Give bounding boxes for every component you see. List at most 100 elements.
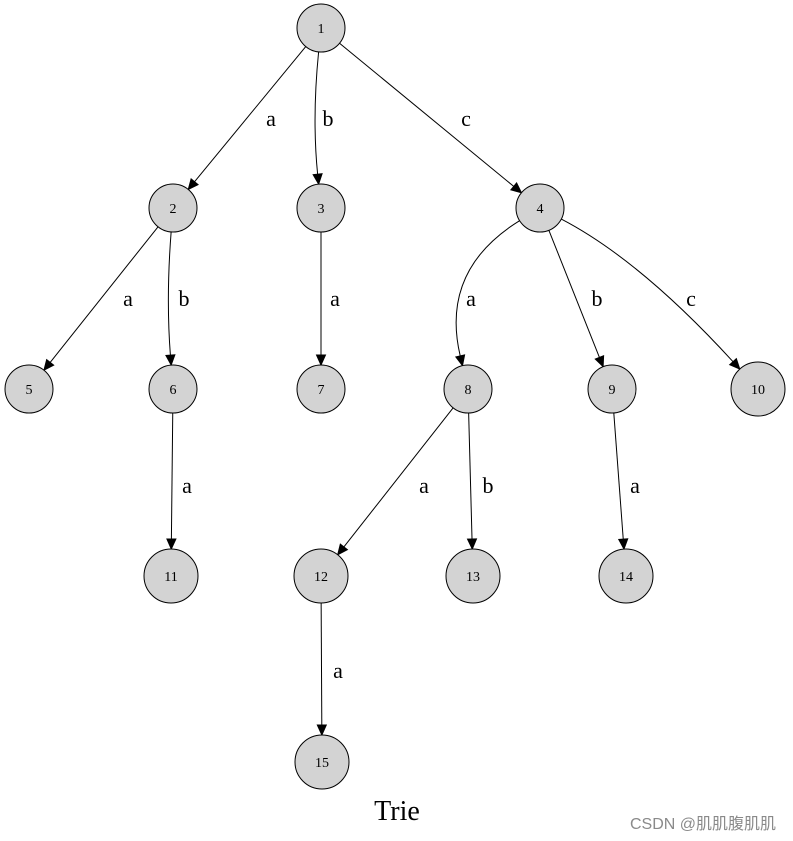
node-label: 14: [619, 570, 633, 585]
node-label: 8: [465, 383, 472, 398]
edge-1-4: c: [339, 42, 523, 194]
node-label: 4: [537, 202, 544, 217]
edge-line: [49, 226, 159, 363]
node-2: 2: [148, 183, 198, 233]
arrowhead-icon: [187, 178, 199, 191]
node-circle: [730, 361, 786, 417]
edge-label: b: [483, 473, 494, 498]
node-circle: [598, 548, 654, 604]
node-1: 1: [296, 3, 346, 53]
edge-line: [613, 412, 624, 540]
node-13: 13: [445, 548, 501, 604]
edge-9-14: a: [613, 412, 640, 551]
node-14: 14: [598, 548, 654, 604]
edge-8-12: a: [336, 407, 454, 556]
edge-label: a: [419, 473, 429, 498]
node-circle: [445, 548, 501, 604]
arrowhead-icon: [336, 543, 349, 556]
edge-1-3: b: [312, 51, 334, 186]
diagram-title: Trie: [374, 796, 420, 827]
edges-layer: a b c a b a a b c a a b a a: [43, 42, 741, 737]
edge-line: [170, 412, 174, 540]
edge-label: b: [179, 286, 190, 311]
node-circle: [148, 364, 198, 414]
node-10: 10: [730, 361, 786, 417]
edge-label: a: [630, 473, 640, 498]
node-circle: [294, 734, 350, 790]
edge-label: a: [333, 658, 343, 683]
edge-line: [343, 407, 454, 548]
edge-line: [455, 220, 520, 357]
edge-label: a: [123, 286, 133, 311]
node-4: 4: [515, 183, 565, 233]
arrowhead-icon: [509, 182, 523, 194]
node-label: 1: [318, 22, 325, 37]
edge-6-11: a: [166, 412, 192, 551]
node-3: 3: [296, 183, 346, 233]
node-circle: [443, 364, 493, 414]
node-label: 7: [318, 383, 325, 398]
edge-4-9: b: [548, 230, 605, 368]
arrowhead-icon: [43, 358, 55, 372]
node-circle: [293, 548, 349, 604]
arrowhead-icon: [312, 173, 323, 186]
edge-label: c: [461, 106, 471, 131]
edge-line: [561, 218, 734, 363]
node-label: 9: [609, 383, 616, 398]
edge-line: [339, 42, 515, 187]
arrowhead-icon: [166, 538, 177, 551]
arrowhead-icon: [617, 538, 629, 551]
arrowhead-icon: [466, 538, 478, 551]
arrowhead-icon: [454, 354, 466, 367]
node-circle: [515, 183, 565, 233]
node-circle: [143, 548, 199, 604]
edge-1-2: a: [187, 46, 307, 191]
node-label: 3: [318, 202, 325, 217]
node-9: 9: [587, 364, 637, 414]
node-12: 12: [293, 548, 349, 604]
edge-3-7: a: [315, 232, 340, 367]
node-circle: [296, 3, 346, 53]
edge-8-13: b: [466, 412, 494, 551]
edge-label: a: [182, 473, 192, 498]
edge-line: [314, 51, 320, 175]
node-label: 12: [314, 570, 328, 585]
node-circle: [296, 364, 346, 414]
arrowhead-icon: [594, 354, 605, 368]
node-circle: [4, 364, 54, 414]
edge-label: c: [686, 286, 696, 311]
edge-line: [320, 602, 323, 726]
edge-line: [548, 230, 600, 358]
node-8: 8: [443, 364, 493, 414]
node-label: 15: [315, 756, 329, 771]
edge-label: a: [330, 286, 340, 311]
arrowhead-icon: [315, 354, 327, 367]
node-label: 6: [170, 383, 177, 398]
node-label: 5: [26, 383, 33, 398]
edge-12-15: a: [316, 602, 343, 737]
node-6: 6: [148, 364, 198, 414]
edge-label: a: [466, 286, 476, 311]
edge-4-10: c: [561, 218, 741, 370]
edge-label: b: [323, 106, 334, 131]
arrowhead-icon: [728, 357, 741, 370]
node-5: 5: [4, 364, 54, 414]
node-label: 13: [466, 570, 480, 585]
edge-label: a: [266, 106, 276, 131]
edge-line: [167, 231, 172, 356]
edge-2-5: a: [43, 226, 159, 372]
node-circle: [148, 183, 198, 233]
arrowhead-icon: [316, 724, 328, 737]
watermark-text: CSDN @肌肌腹肌肌: [630, 815, 776, 833]
edge-2-6: b: [165, 231, 190, 367]
node-circle: [296, 183, 346, 233]
node-15: 15: [294, 734, 350, 790]
edge-line: [194, 46, 307, 183]
arrowhead-icon: [165, 354, 176, 367]
edge-4-8: a: [454, 220, 520, 367]
node-label: 2: [170, 202, 177, 217]
edge-label: b: [592, 286, 603, 311]
edge-line: [468, 412, 473, 540]
